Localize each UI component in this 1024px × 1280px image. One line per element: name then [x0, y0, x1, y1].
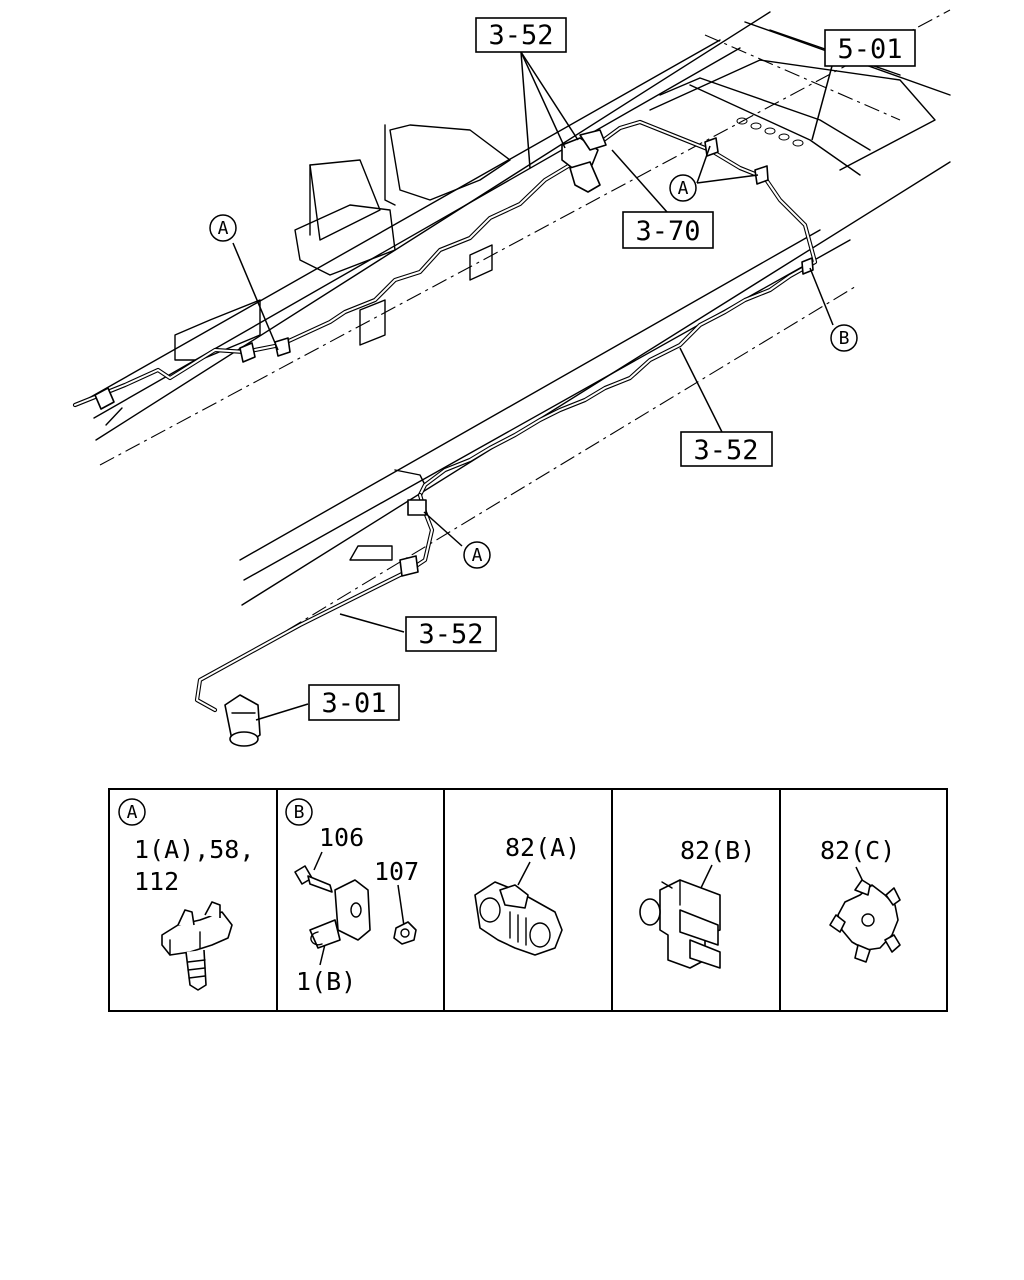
- ref-3-52-top-label: 3-52: [488, 20, 553, 51]
- callout-b-right: B: [830, 324, 858, 352]
- panel-82a-label: 82(A): [505, 833, 580, 862]
- panel-b-label-nut: 107: [374, 857, 419, 886]
- panel-82b-label: 82(B): [680, 836, 755, 865]
- ref-3-01-label: 3-01: [321, 688, 386, 719]
- clip-a-drawing: [161, 901, 233, 991]
- ref-box-3-52-mid: 3-52: [680, 431, 773, 467]
- ref-box-3-01: 3-01: [308, 684, 400, 721]
- ref-box-3-52-low: 3-52: [405, 616, 497, 652]
- pipe-joints-top: [561, 129, 607, 193]
- clip-82a-drawing: [474, 881, 563, 956]
- callout-b-right-label: B: [839, 328, 850, 349]
- callout-a-upper-left: A: [209, 214, 237, 242]
- panel-b-label-bolt: 106: [319, 823, 364, 852]
- ref-3-52-low-label: 3-52: [418, 619, 483, 650]
- panel-a-line2: 112: [134, 867, 179, 896]
- chassis-frame: [81, 9, 951, 661]
- upper-pipe-run: [72, 119, 818, 498]
- ref-box-3-70: 3-70: [622, 211, 714, 249]
- ref-box-3-52-top: 3-52: [475, 17, 567, 53]
- bracket-b-drawing: [294, 851, 417, 966]
- panel-b-marker-circle: [285, 798, 313, 826]
- callout-a-upper-left-label: A: [218, 218, 229, 239]
- callout-a-upper-right-label: A: [678, 178, 689, 199]
- detail-panel-82a: 82(A): [474, 833, 580, 956]
- clip-82b-drawing: [639, 879, 721, 969]
- callout-a-lower-label: A: [472, 545, 483, 566]
- leader-lines: [232, 51, 834, 721]
- panel-82c-label: 82(C): [820, 836, 895, 865]
- detail-panel-b: B 106 107 1(B): [285, 798, 419, 996]
- ref-5-01-label: 5-01: [837, 34, 902, 65]
- detail-panel-a: A 1(A),58, 112: [118, 798, 254, 991]
- ref-3-52-mid-label: 3-52: [693, 435, 758, 466]
- panel-a-marker: A: [127, 802, 138, 823]
- detail-panel-82b: 82(B): [639, 836, 755, 969]
- clip-82c-drawing: [829, 879, 901, 963]
- ref-box-5-01: 5-01: [824, 29, 916, 67]
- panel-a-line1: 1(A),58,: [134, 835, 254, 864]
- panel-b-marker: B: [294, 802, 305, 823]
- panel-b-label-clip: 1(B): [296, 967, 356, 996]
- callout-a-lower: A: [463, 541, 491, 569]
- callout-a-upper-right: A: [669, 174, 697, 202]
- detail-panel-82c: 82(C): [820, 836, 901, 963]
- ref-3-70-label: 3-70: [635, 216, 700, 247]
- connector-3-01-part: [224, 694, 261, 747]
- panel-a-marker-circle: [118, 798, 146, 826]
- lower-pipe-run: [194, 492, 435, 713]
